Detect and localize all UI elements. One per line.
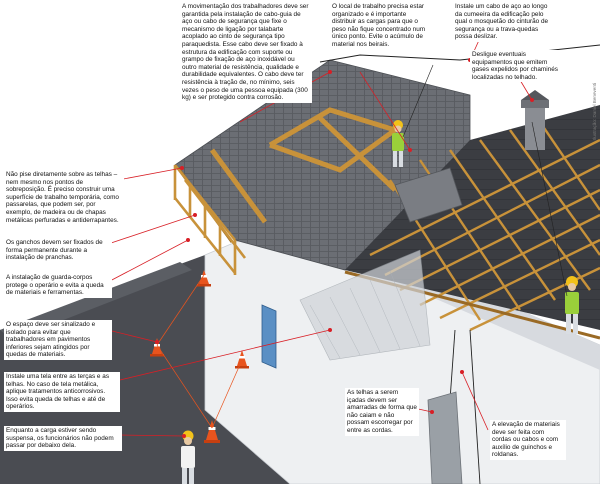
note-suspended-load: Enquanto a carga estiver sendo suspensa,… bbox=[4, 426, 122, 451]
note-signal-area: O espaço deve ser sinalizado e isolado p… bbox=[4, 320, 112, 360]
note-harness-cable: A movimentação dos trabalhadores deve se… bbox=[180, 2, 312, 103]
worker-ground bbox=[181, 430, 195, 484]
safety-net-mesh bbox=[309, 270, 421, 359]
window bbox=[261, 304, 277, 369]
note-lifting: A elevação de materiais deve ser feita c… bbox=[490, 420, 566, 460]
tile-bundle bbox=[427, 391, 463, 484]
note-hooks: Os ganchos devem ser fixados de forma pe… bbox=[4, 238, 112, 263]
note-workplace: O local de trabalho precisa estar organi… bbox=[330, 2, 434, 50]
leader-lines bbox=[107, 37, 535, 438]
worker-roof-right bbox=[531, 121, 579, 334]
note-chimneys: Desligue eventuais equipamentos que emit… bbox=[470, 50, 566, 83]
chimney bbox=[521, 90, 549, 150]
lifting-rope bbox=[449, 329, 456, 401]
traffic-cones bbox=[150, 270, 249, 443]
loose-tile-stack bbox=[394, 167, 463, 223]
illustration-credit: Ilustração: Daniel Beneventi bbox=[592, 82, 597, 140]
note-net: Instale uma tela entre as terças e as te… bbox=[4, 372, 120, 412]
barrier-lines bbox=[156, 274, 243, 429]
guard-rail bbox=[173, 164, 247, 275]
note-guardrail: A instalação de guarda-corpos protege o … bbox=[4, 273, 112, 298]
note-no-step: Não pise diretamente sobre as telhas – n… bbox=[4, 170, 124, 226]
safety-net bbox=[299, 249, 431, 361]
hoist-rope bbox=[469, 329, 481, 484]
note-tied-tiles: As telhas a serem içadas devem ser amarr… bbox=[345, 388, 419, 436]
note-ridge-cable: Instale um cabo de aço ao longo da cumee… bbox=[453, 2, 557, 42]
